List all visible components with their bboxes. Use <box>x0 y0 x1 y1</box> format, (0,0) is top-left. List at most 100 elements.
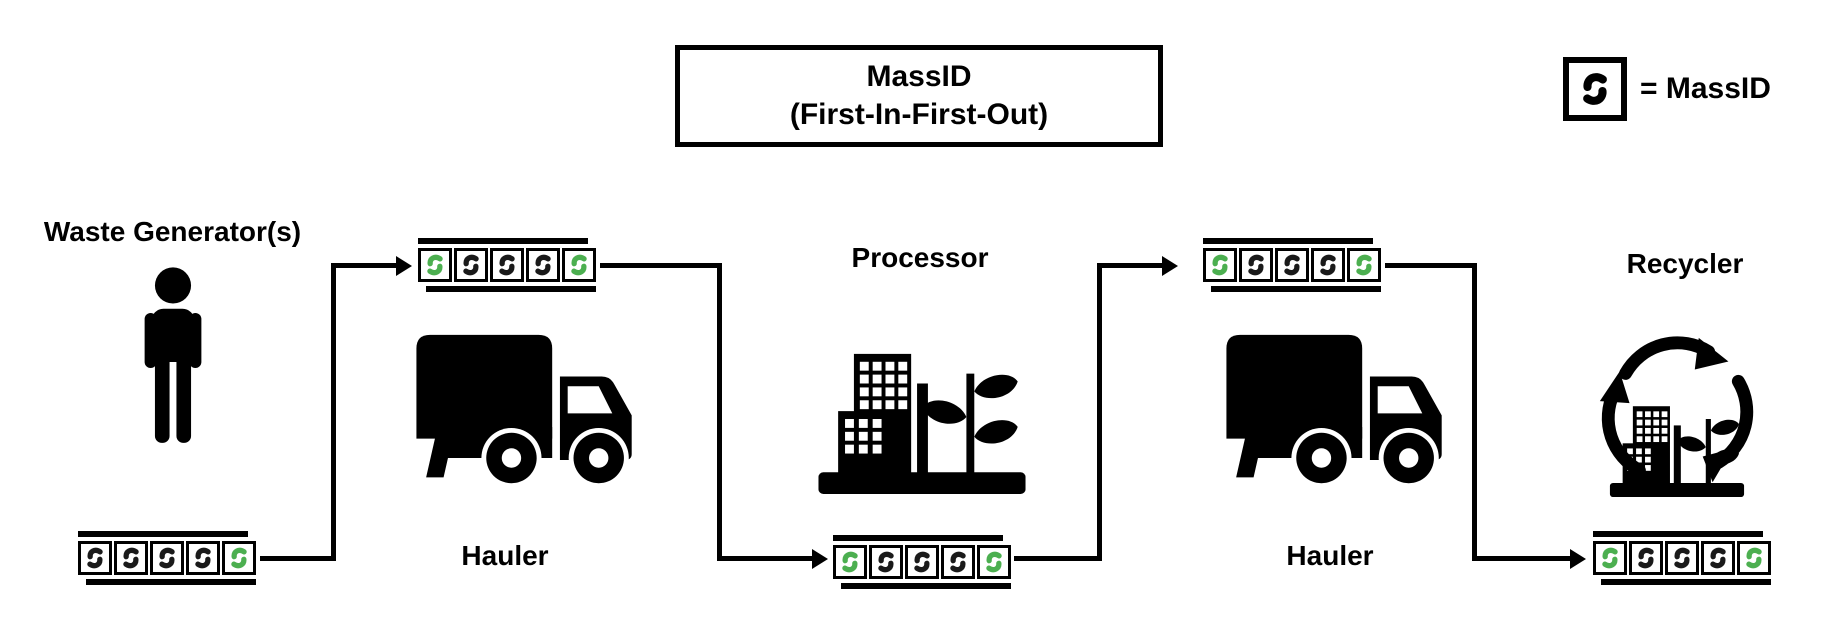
waste-generator-label: Waste Generator(s) <box>43 216 302 247</box>
massid-icon <box>1707 547 1729 569</box>
massid-icon <box>1209 254 1231 276</box>
massid-token-green <box>1347 248 1381 282</box>
strip-top-bar <box>78 531 248 537</box>
massid-icon <box>532 254 554 276</box>
flow-arrow-2-segment <box>717 263 722 561</box>
massid-token-green <box>1737 541 1771 575</box>
massid-token-green <box>222 541 256 575</box>
massid-token-green <box>1203 248 1237 282</box>
flow-arrow-3-segment <box>1102 263 1164 268</box>
massid-token-row <box>833 545 1011 579</box>
flow-arrow-1-head <box>396 256 412 276</box>
massid-icon <box>1317 254 1339 276</box>
massid-icon <box>156 547 178 569</box>
massid-strip-hauler-2 <box>1203 238 1381 292</box>
legend-label: = MassID <box>1640 72 1771 105</box>
massid-token-black <box>869 545 903 579</box>
massid-icon <box>1578 72 1612 106</box>
massid-token-black <box>1665 541 1699 575</box>
massid-icon <box>568 254 590 276</box>
massid-icon <box>1743 547 1765 569</box>
massid-icon <box>228 547 250 569</box>
massid-token-black <box>941 545 975 579</box>
massid-icon <box>1635 547 1657 569</box>
massid-strip-hauler-1 <box>418 238 596 292</box>
title-line-2: (First-In-First-Out) <box>789 98 1049 131</box>
massid-icon <box>947 551 969 573</box>
truck-icon <box>1222 330 1450 490</box>
massid-token-black <box>114 541 148 575</box>
massid-icon <box>424 254 446 276</box>
flow-arrow-1-segment <box>331 263 336 561</box>
massid-token-black <box>490 248 524 282</box>
processor-label: Processor <box>851 242 989 273</box>
flow-arrow-3-head <box>1162 256 1178 276</box>
strip-top-bar <box>1593 531 1763 537</box>
recycling-factory-icon <box>1588 322 1766 500</box>
hauler-1-label: Hauler <box>461 540 549 571</box>
flow-arrow-3-segment <box>1097 263 1102 561</box>
legend-massid-box <box>1563 57 1627 121</box>
massid-token-row <box>1203 248 1381 282</box>
recycler-label: Recycler <box>1626 248 1744 279</box>
massid-token-black <box>1275 248 1309 282</box>
title-box: MassID (First-In-First-Out) <box>675 45 1163 147</box>
massid-token-black <box>1701 541 1735 575</box>
massid-icon <box>983 551 1005 573</box>
massid-token-row <box>418 248 596 282</box>
massid-icon <box>1671 547 1693 569</box>
flow-arrow-1-segment <box>336 263 398 268</box>
eco-factory-icon <box>818 346 1026 494</box>
massid-token-green <box>833 545 867 579</box>
massid-token-green <box>418 248 452 282</box>
massid-token-green <box>562 248 596 282</box>
strip-bottom-bar <box>86 579 256 585</box>
flow-arrow-4-segment <box>1472 263 1477 561</box>
massid-strip-waste-generator <box>78 531 256 585</box>
massid-token-black <box>454 248 488 282</box>
massid-icon <box>1353 254 1375 276</box>
title-line-1: MassID <box>866 59 972 93</box>
strip-top-bar <box>1203 238 1373 244</box>
massid-icon <box>496 254 518 276</box>
massid-icon <box>1245 254 1267 276</box>
massid-icon <box>1281 254 1303 276</box>
massid-token-black <box>1311 248 1345 282</box>
strip-bottom-bar <box>1211 286 1381 292</box>
massid-icon <box>192 547 214 569</box>
flow-arrow-2-segment <box>722 556 814 561</box>
massid-token-row <box>78 541 256 575</box>
massid-icon <box>460 254 482 276</box>
hauler-2-label: Hauler <box>1286 540 1374 571</box>
massid-strip-processor <box>833 535 1011 589</box>
massid-icon <box>1599 547 1621 569</box>
person-icon <box>130 258 216 454</box>
massid-icon <box>84 547 106 569</box>
flow-arrow-4-segment <box>1477 556 1572 561</box>
massid-token-black <box>526 248 560 282</box>
flow-arrow-1-segment <box>260 556 336 561</box>
flow-arrow-2-segment <box>600 263 722 268</box>
strip-bottom-bar <box>426 286 596 292</box>
strip-bottom-bar <box>841 583 1011 589</box>
massid-token-green <box>977 545 1011 579</box>
massid-icon <box>120 547 142 569</box>
massid-token-black <box>186 541 220 575</box>
massid-icon <box>911 551 933 573</box>
strip-bottom-bar <box>1601 579 1771 585</box>
massid-token-black <box>1629 541 1663 575</box>
flow-arrow-4-segment <box>1385 263 1477 268</box>
flow-arrow-3-segment <box>1014 556 1102 561</box>
flow-arrow-4-head <box>1570 549 1586 569</box>
massid-token-green <box>1593 541 1627 575</box>
strip-top-bar <box>418 238 588 244</box>
truck-icon <box>412 330 640 490</box>
massid-strip-recycler <box>1593 531 1771 585</box>
flow-arrow-2-head <box>812 549 828 569</box>
strip-top-bar <box>833 535 1003 541</box>
massid-token-black <box>905 545 939 579</box>
massid-token-black <box>78 541 112 575</box>
massid-token-black <box>1239 248 1273 282</box>
massid-icon <box>839 551 861 573</box>
